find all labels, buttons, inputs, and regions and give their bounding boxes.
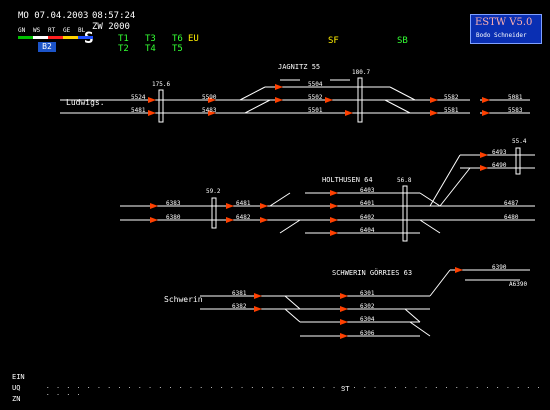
track-label[interactable]: 6481 bbox=[236, 200, 251, 207]
track-label[interactable]: 6493 bbox=[492, 149, 507, 156]
timer-t5[interactable]: T5 bbox=[172, 44, 183, 54]
st-label: ST bbox=[341, 385, 350, 393]
zn-label: ZN bbox=[12, 395, 21, 403]
track-label[interactable]: 6480 bbox=[504, 214, 519, 221]
color-name-ge: GE bbox=[63, 27, 71, 34]
track-label[interactable]: 5081 bbox=[508, 94, 523, 101]
track-label[interactable]: 6401 bbox=[360, 200, 375, 207]
color-name-ws: WS bbox=[33, 27, 41, 34]
track-label[interactable]: 6304 bbox=[360, 316, 375, 323]
track-label[interactable]: 6490 bbox=[492, 162, 507, 169]
color-name-bl: BL bbox=[78, 27, 86, 34]
km-label: 59.2 bbox=[206, 188, 221, 195]
color-swatch-ws bbox=[33, 36, 48, 39]
place-schwerin: Schwerin bbox=[164, 295, 203, 304]
track-label[interactable]: 6404 bbox=[360, 227, 375, 234]
command-input[interactable]: . . . . . . . . . . . . . . . . . . . . … bbox=[46, 383, 542, 397]
timer-t3[interactable]: T3 bbox=[145, 34, 156, 44]
track-label[interactable]: 5581 bbox=[444, 107, 459, 114]
track-label[interactable]: 6383 bbox=[166, 200, 181, 207]
track-label[interactable]: 6403 bbox=[360, 187, 375, 194]
track-label[interactable]: 5524 bbox=[131, 94, 146, 101]
color-legend: GN WS RT GE BL bbox=[18, 27, 93, 34]
logo-author: Bodo Schneider bbox=[476, 32, 527, 39]
color-swatch-ge bbox=[63, 36, 78, 39]
date-display: MO 07.04.2003 bbox=[18, 11, 89, 21]
track-label[interactable]: A6390 bbox=[509, 281, 528, 288]
km-label: 56.8 bbox=[397, 177, 412, 184]
time-display: 08:57:24 bbox=[92, 11, 136, 21]
track-label[interactable]: 5583 bbox=[508, 107, 523, 114]
track-label[interactable]: 5590 bbox=[202, 94, 217, 101]
color-bar bbox=[18, 36, 93, 39]
signals bbox=[148, 84, 490, 339]
timer-t6[interactable]: T6 bbox=[172, 34, 183, 44]
timer-t1[interactable]: T1 bbox=[118, 34, 129, 44]
track-lines bbox=[60, 79, 535, 337]
area-badge[interactable]: B2 bbox=[38, 42, 56, 52]
track-label[interactable]: 6482 bbox=[236, 214, 251, 221]
uq-label: UQ bbox=[12, 384, 21, 392]
track-label[interactable]: 6390 bbox=[492, 264, 507, 271]
logo-title: ESTW V5.0 bbox=[475, 17, 533, 28]
km-label: 55.4 bbox=[512, 138, 527, 145]
timer-t4[interactable]: T4 bbox=[145, 44, 156, 54]
ein-label: EIN bbox=[12, 373, 25, 381]
km-label: 180.7 bbox=[352, 69, 371, 76]
track-label[interactable]: 5481 bbox=[131, 107, 146, 114]
sf-indicator[interactable]: SF bbox=[328, 36, 339, 46]
track-label[interactable]: 6302 bbox=[360, 303, 375, 310]
station-jagnitz: JAGNITZ 55 bbox=[278, 63, 321, 71]
timer-eu[interactable]: EU bbox=[188, 34, 199, 44]
km-label: 175.6 bbox=[152, 81, 171, 88]
sb-indicator[interactable]: SB bbox=[397, 36, 408, 46]
track-label[interactable]: 5502 bbox=[308, 94, 323, 101]
track-label[interactable]: 6301 bbox=[360, 290, 375, 297]
station-holthusen: HOLTHUSEN 64 bbox=[322, 176, 373, 184]
track-label[interactable]: 5504 bbox=[308, 81, 323, 88]
zw-display: ZW 2000 bbox=[92, 22, 130, 32]
track-label[interactable]: 6381 bbox=[232, 290, 247, 297]
color-name-rt: RT bbox=[48, 27, 56, 34]
place-ludwigs: Ludwigs. bbox=[66, 98, 105, 107]
track-label[interactable]: 6382 bbox=[232, 303, 247, 310]
km-posts bbox=[158, 77, 521, 242]
track-label[interactable]: 6402 bbox=[360, 214, 375, 221]
track-label[interactable]: 5483 bbox=[202, 107, 217, 114]
color-swatch-bl bbox=[78, 36, 93, 39]
color-name-gn: GN bbox=[18, 27, 26, 34]
track-label[interactable]: 5501 bbox=[308, 107, 323, 114]
station-schwerin: SCHWERIN GÖRRIES 63 bbox=[332, 269, 413, 277]
color-swatch-rt bbox=[48, 36, 63, 39]
track-label[interactable]: 6380 bbox=[166, 214, 181, 221]
timer-t2[interactable]: T2 bbox=[118, 44, 129, 54]
track-label[interactable]: 5582 bbox=[444, 94, 459, 101]
track-label[interactable]: 6487 bbox=[504, 200, 519, 207]
color-swatch-gn bbox=[18, 36, 33, 39]
estw-logo: ESTW V5.0 Bodo Schneider bbox=[470, 14, 542, 44]
track-label[interactable]: 6306 bbox=[360, 330, 375, 337]
